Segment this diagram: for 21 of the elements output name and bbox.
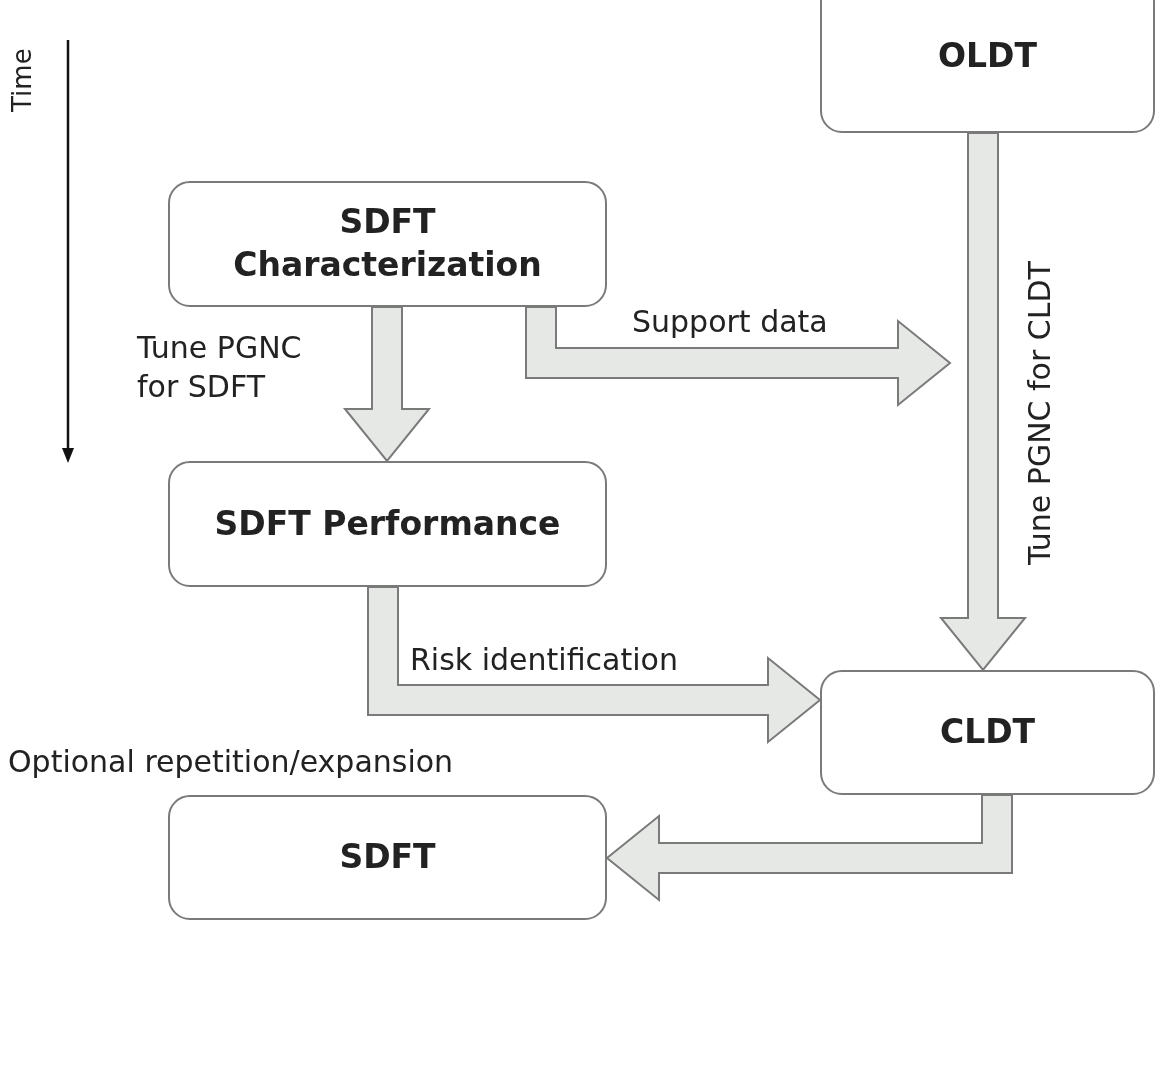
block-arrow — [342, 306, 432, 463]
block-arrow — [605, 794, 1013, 903]
block-arrow — [367, 586, 822, 745]
process-box — [168, 795, 607, 920]
edge-label: Support data — [632, 303, 828, 341]
process-box — [168, 181, 607, 307]
box-title: CLDT — [939, 711, 1036, 754]
edge-label: Risk identification — [410, 641, 678, 679]
edge-label: Tune PGNC for SDFT — [137, 329, 303, 406]
block-arrow — [938, 132, 1028, 672]
axis-label: Time — [6, 48, 38, 112]
process-box — [820, 670, 1155, 795]
box-title: SDFT — [339, 836, 436, 879]
box-title: OLDT — [938, 35, 1037, 78]
process-box — [168, 461, 607, 587]
block-arrow — [525, 306, 952, 408]
process-box — [820, 0, 1155, 133]
box-title: SDFT Performance — [214, 502, 561, 545]
edge-label: Tune PGNC for CLDT — [1021, 261, 1058, 565]
note-text: Optional repetition/expansion — [8, 743, 454, 781]
box-title: SDFT Characterization — [232, 201, 543, 286]
